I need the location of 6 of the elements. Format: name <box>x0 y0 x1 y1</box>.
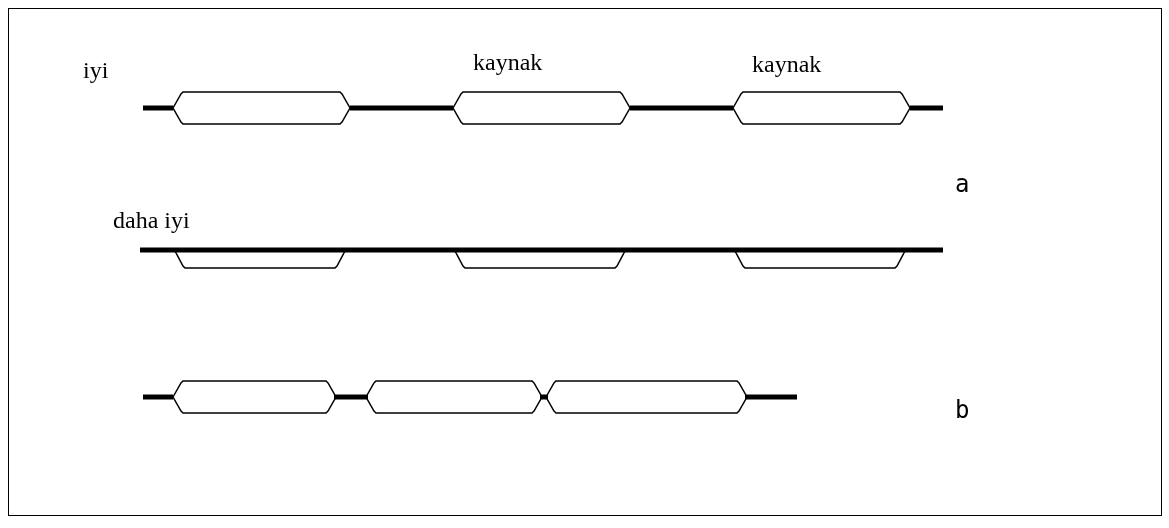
text-label: b <box>955 398 970 422</box>
text-label: iyi <box>83 58 109 82</box>
text-label: daha iyi <box>113 208 190 232</box>
text-label: a <box>955 172 970 196</box>
text-label: kaynak <box>473 50 543 74</box>
text-label: kaynak <box>752 52 822 76</box>
